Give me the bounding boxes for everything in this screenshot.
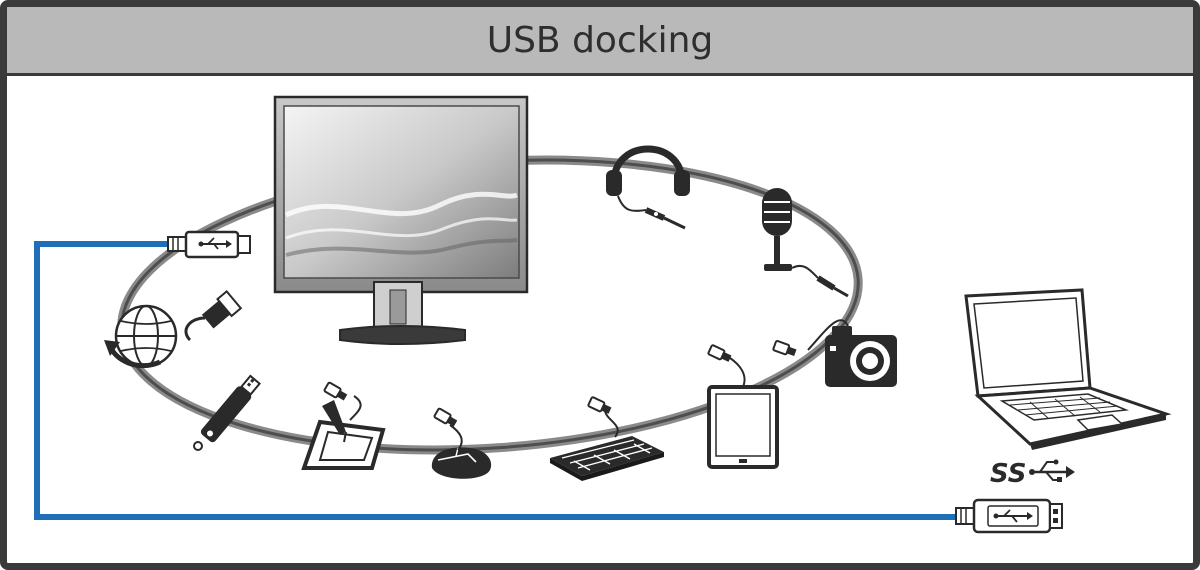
laptop-icon: [964, 288, 1172, 450]
keyboard-icon: [550, 395, 664, 481]
usb-trident-icon: [1029, 459, 1075, 482]
laptop-usb-plug-icon: [955, 498, 1063, 534]
monitor-icon: [273, 95, 529, 345]
camera-icon: [771, 319, 897, 387]
drawing-tablet-icon: [301, 381, 386, 470]
headset-icon: [606, 145, 690, 230]
usb-cable: [34, 241, 960, 520]
usb-flash-drive-icon: [193, 374, 262, 451]
superspeed-usb-logo: SS: [990, 459, 1075, 489]
title-bar: USB docking: [7, 7, 1193, 76]
microphone-icon: [762, 188, 849, 298]
diagram-title: USB docking: [486, 19, 714, 61]
mouse-icon: [431, 407, 492, 479]
ethernet-icon: [104, 289, 243, 369]
tablet-icon: [706, 343, 779, 469]
superspeed-label: SS: [990, 459, 1027, 489]
usb-upstream-plug-icon: [167, 230, 251, 259]
